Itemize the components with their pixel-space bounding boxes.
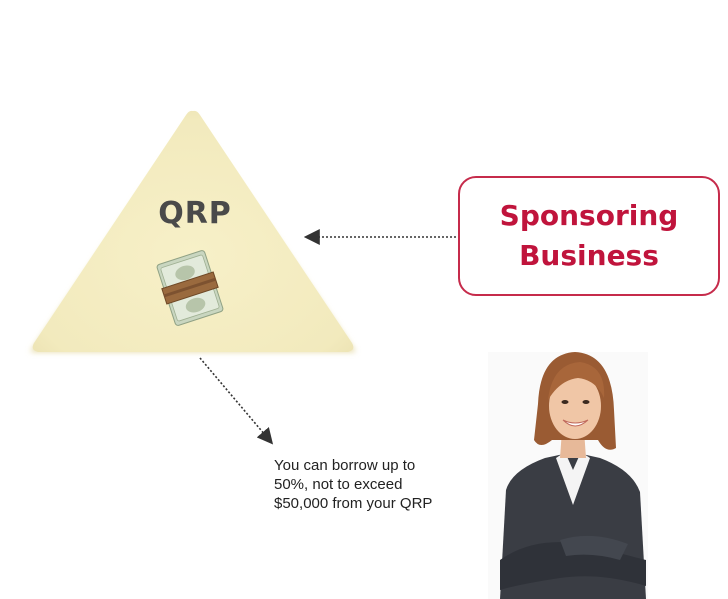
qrp-triangle bbox=[30, 110, 356, 352]
sponsor-line-2: Business bbox=[519, 239, 659, 272]
loan-arrow bbox=[199, 357, 274, 445]
businesswoman-photo bbox=[488, 352, 648, 599]
note-line-1: You can borrow up to bbox=[274, 457, 416, 474]
sponsor-line-1: Sponsoring bbox=[499, 199, 679, 232]
sponsoring-business-box: Sponsoring Business bbox=[458, 176, 720, 296]
note-line-3: $50,000 from your QRP bbox=[274, 495, 433, 512]
cash-bundle-icon bbox=[156, 250, 224, 326]
borrow-note: You can borrow up to 50%, not to exceed … bbox=[274, 456, 484, 513]
qrp-label: QRP bbox=[158, 196, 232, 231]
note-line-2: 50%, not to exceed bbox=[274, 476, 403, 493]
